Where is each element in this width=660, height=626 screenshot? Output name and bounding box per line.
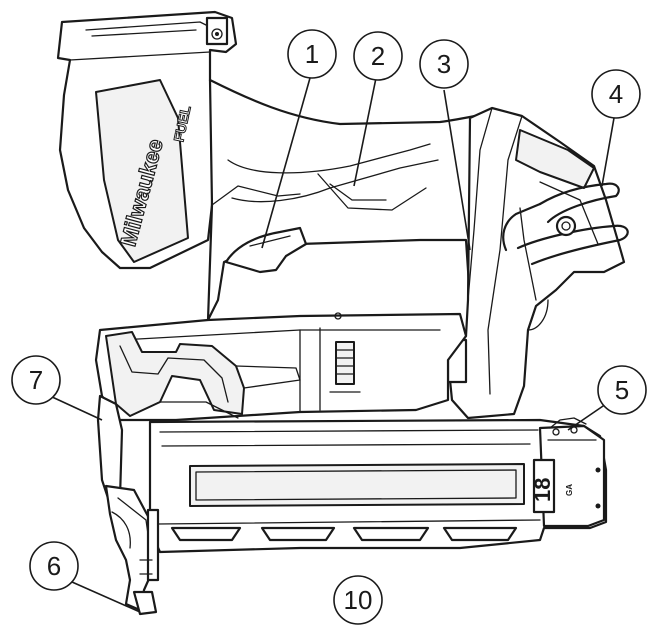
leader-4: [601, 117, 615, 187]
nose-tip: [96, 394, 160, 616]
jam-release-latch: [105, 331, 301, 419]
callout-7-label: 7: [29, 365, 43, 395]
callout-3: 3: [419, 39, 469, 89]
callout-5: 5: [597, 365, 647, 415]
callout-7: 7: [11, 355, 61, 405]
leader-1: [261, 77, 311, 249]
callout-1: 1: [287, 29, 337, 79]
callout-leaders: [49, 77, 615, 613]
callout-2: 2: [353, 31, 403, 81]
callout-2-label: 2: [371, 41, 385, 71]
belt-hook: [502, 182, 629, 266]
callout-4: 4: [591, 69, 641, 119]
leader-6: [71, 581, 141, 613]
callout-3-label: 3: [437, 49, 451, 79]
leader-7: [49, 395, 103, 421]
handle-body: [206, 78, 502, 322]
callout-10: 10: [333, 575, 383, 625]
leader-5: [567, 403, 607, 431]
leader-2: [353, 77, 377, 187]
leader-3: [443, 89, 471, 251]
battery-pack: Milwaukee FUEL: [56, 10, 238, 270]
callout-6-label: 6: [47, 551, 61, 581]
callout-10-label: 10: [344, 585, 373, 615]
gauge-sub-marking: GA: [565, 484, 574, 496]
gauge-sublabel: GA: [565, 484, 574, 496]
callout-6: 6: [29, 541, 79, 591]
magazine: 18 GA: [148, 417, 608, 554]
gauge-marking: 18: [530, 478, 555, 502]
gauge-label: 18: [530, 478, 555, 502]
trigger: [224, 226, 308, 274]
callout-5-label: 5: [615, 375, 629, 405]
callout-4-label: 4: [609, 79, 623, 109]
callout-1-label: 1: [305, 39, 319, 69]
